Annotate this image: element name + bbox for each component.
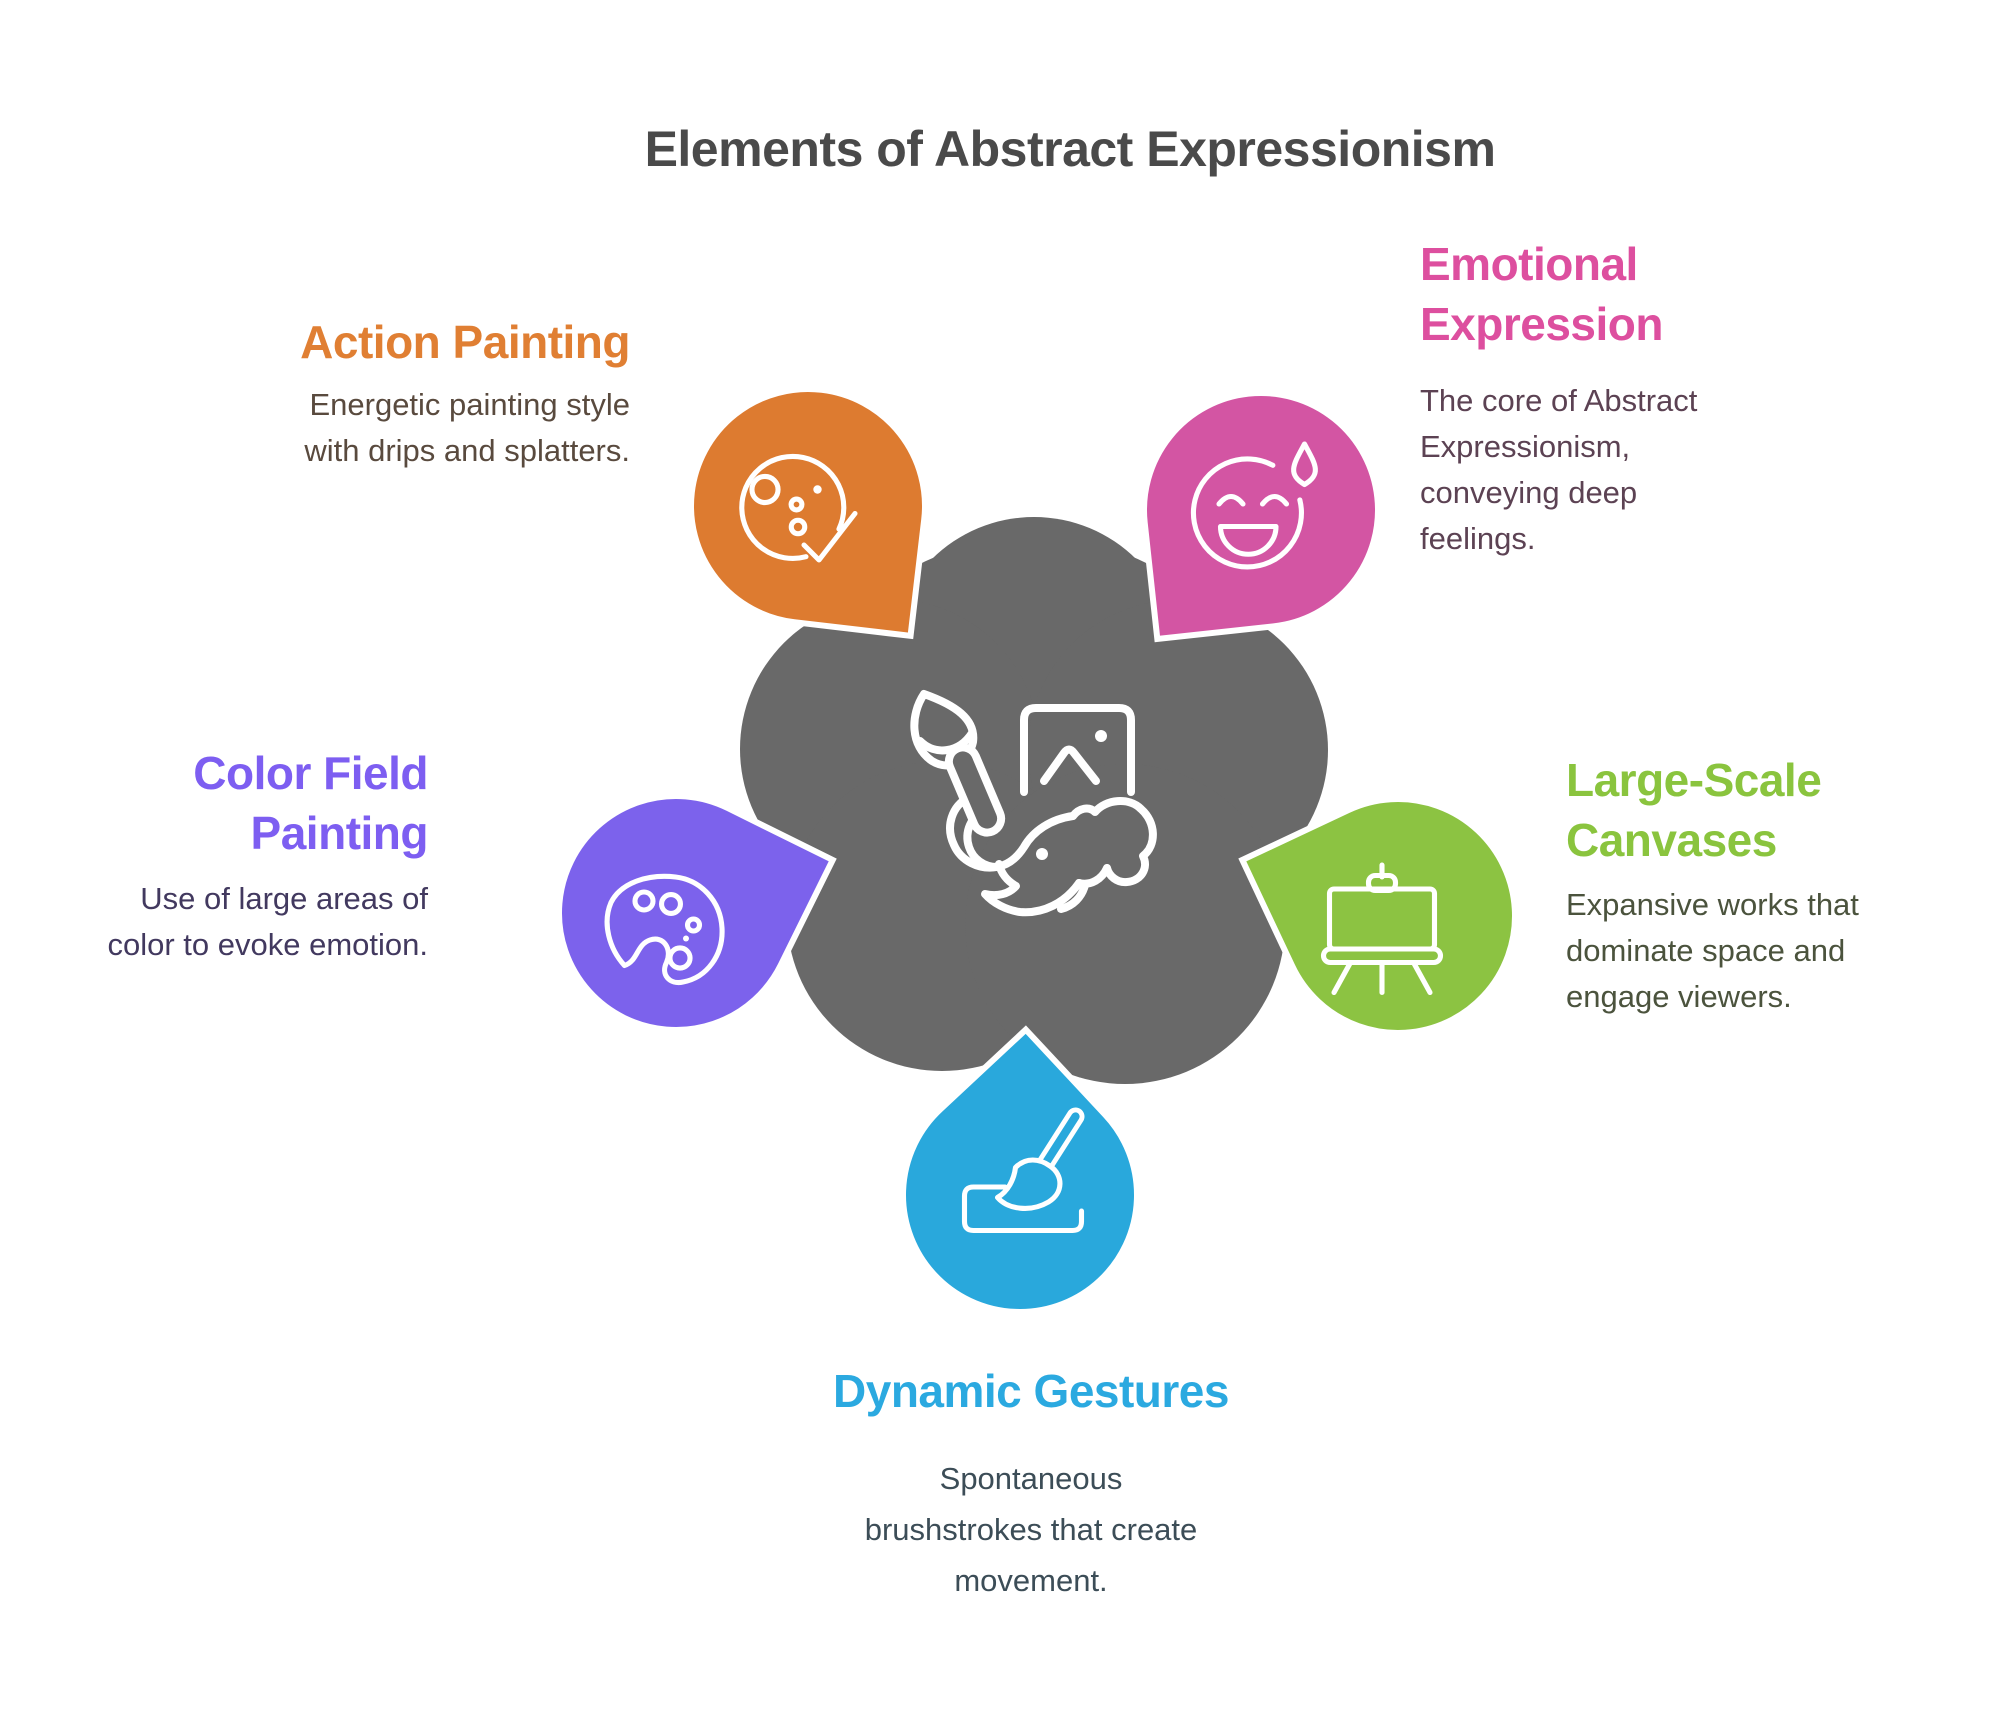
section-description-color-field-painting: Use of large areas of color to evoke emo… — [107, 881, 428, 962]
paint-palette-icon — [593, 850, 743, 1000]
laughing-face-sweat-drop-icon — [1177, 435, 1327, 585]
section-description-action-painting: Energetic painting style with drips and … — [304, 387, 630, 468]
section-description-emotional-expression: The core of Abstract Expressionism, conv… — [1420, 383, 1698, 556]
section-heading-emotional-expression: Emotional Expression — [1420, 238, 1664, 350]
section-heading-color-field-painting: Color Field Painting — [193, 747, 428, 859]
palette-check-icon — [720, 431, 870, 581]
section-heading-action-painting: Action Painting — [300, 316, 630, 368]
paintbrush-tray-icon — [948, 1103, 1098, 1253]
easel-icon — [1313, 850, 1463, 1000]
elephant-paintbrush-picture-icon — [880, 660, 1200, 930]
section-heading-dynamic-gestures: Dynamic Gestures — [833, 1365, 1229, 1417]
page-title: Elements of Abstract Expressionism — [644, 121, 1496, 177]
section-description-dynamic-gestures: Spontaneous brushstrokes that create mov… — [864, 1461, 1198, 1598]
section-description-large-scale-canvases: Expansive works that dominate space and … — [1566, 887, 1859, 1014]
section-heading-large-scale-canvases: Large-Scale Canvases — [1566, 754, 1822, 866]
